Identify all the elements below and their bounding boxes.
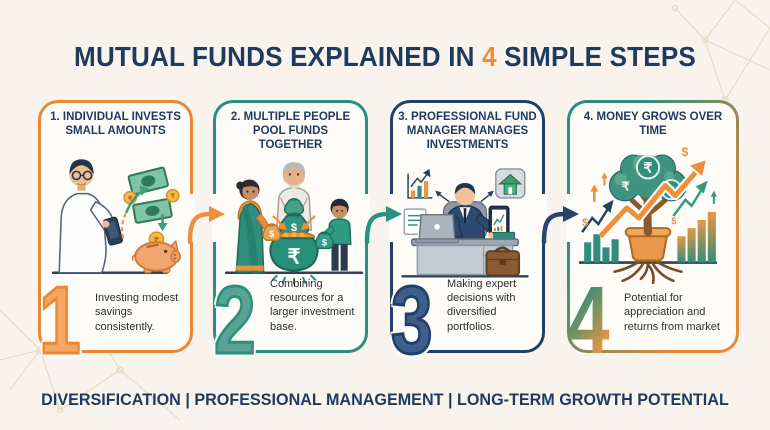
svg-text:₹: ₹ bbox=[170, 193, 175, 201]
footer-tagline: DIVERSIFICATION | PROFESSIONAL MANAGEMEN… bbox=[41, 390, 729, 409]
money-bag-icon: $ bbox=[262, 223, 282, 242]
svg-text:₹: ₹ bbox=[154, 236, 159, 245]
step-4-heading: 4. MONEY GROWS OVER TIME bbox=[583, 111, 723, 137]
step-2-illustration: $ ₹ bbox=[224, 162, 364, 285]
step-panel-2: 2. MULTIPLE PEOPLE POOL FUNDS TOGETHER bbox=[213, 100, 368, 370]
step-4-caption: Potential for appreciation and returns f… bbox=[624, 292, 720, 333]
step-2-heading: 2. MULTIPLE PEOPLE POOL FUNDS TOGETHER bbox=[230, 111, 351, 151]
connector-arrow-step2-to-step3 bbox=[364, 206, 402, 245]
woman-in-saree-icon: $ bbox=[235, 179, 282, 274]
step-1-caption: Investing modest savings consistently. bbox=[95, 292, 179, 333]
step-3-caption: Making expert decisions with diversified… bbox=[447, 277, 517, 333]
svg-text:₹: ₹ bbox=[128, 195, 133, 203]
step-1-number: 1 bbox=[38, 267, 82, 375]
page-title: MUTUAL FUNDS EXPLAINED IN 4 SIMPLE STEPS bbox=[27, 41, 743, 73]
plant-pot-icon bbox=[624, 227, 672, 262]
rising-arrow-icon bbox=[597, 158, 708, 240]
bar-chart-icon bbox=[407, 169, 433, 199]
connector-arrow-step1-to-step2 bbox=[187, 206, 225, 245]
growth-accents-icon: $ $ $ bbox=[582, 145, 717, 229]
border-gap bbox=[188, 194, 195, 242]
step-panel-3: 3. PROFESSIONAL FUND MANAGER MANAGES INV… bbox=[390, 100, 545, 370]
boy-icon: $ bbox=[314, 198, 352, 271]
svg-text:$: $ bbox=[269, 229, 274, 239]
step-4-number: 4 bbox=[568, 267, 610, 375]
svg-text:$: $ bbox=[681, 145, 688, 159]
step-3-illustration bbox=[401, 168, 529, 278]
step-panel-4: 4. MONEY GROWS OVER TIME bbox=[567, 100, 739, 369]
svg-text:₹: ₹ bbox=[288, 247, 301, 269]
shared-money-pot-icon: ₹ bbox=[269, 231, 319, 272]
svg-text:$: $ bbox=[582, 217, 589, 229]
pooling-arrow-icon bbox=[272, 215, 316, 231]
investor-person-icon bbox=[58, 159, 124, 274]
step-4-illustration: ₹ ₹ $ $ $ $ bbox=[578, 145, 718, 285]
rupee-symbol: ₹ bbox=[622, 180, 630, 194]
piggy-bank-icon: ₹ bbox=[131, 231, 182, 274]
pointer-arrows-icon bbox=[435, 190, 494, 203]
money-bag-icon: $ bbox=[314, 231, 334, 250]
title-suffix: SIMPLE STEPS bbox=[496, 40, 696, 72]
svg-text:$: $ bbox=[322, 237, 327, 247]
border-gap bbox=[540, 194, 547, 242]
title-highlight-number: 4 bbox=[482, 40, 497, 72]
mini-bar-chart-right-icon bbox=[672, 180, 716, 263]
svg-text:$: $ bbox=[671, 216, 676, 226]
banknote-icon bbox=[132, 198, 173, 224]
svg-text:₹: ₹ bbox=[643, 160, 652, 176]
house-icon bbox=[495, 168, 526, 199]
step-3-number: 3 bbox=[390, 267, 434, 375]
tablet-chart-icon bbox=[488, 205, 510, 239]
step-1-illustration: ₹ ₹ bbox=[51, 159, 182, 274]
rupee-coin-icon: ₹ bbox=[165, 188, 180, 203]
border-gap bbox=[363, 194, 370, 242]
step-2-number: 2 bbox=[213, 267, 257, 375]
tree-roots-icon bbox=[613, 259, 683, 285]
briefcase-icon bbox=[485, 246, 521, 277]
svg-text:$: $ bbox=[291, 222, 298, 234]
step-panel-1: 1. INDIVIDUAL INVESTS SMALL AMOUNTS bbox=[38, 100, 193, 370]
laptop-icon bbox=[415, 214, 459, 244]
curved-arrow-icon bbox=[120, 185, 150, 239]
step-3-heading: 3. PROFESSIONAL FUND MANAGER MANAGES INV… bbox=[398, 111, 537, 151]
money-bag-icon bbox=[283, 197, 305, 215]
money-bag-icon: $ bbox=[278, 212, 310, 237]
sparkle-dashes-icon bbox=[271, 274, 317, 285]
banknote-icon bbox=[127, 166, 169, 196]
down-arrow-icon bbox=[157, 213, 168, 232]
rupee-coin-icon: ₹ bbox=[635, 155, 661, 180]
step-2-caption: Combining resources for a larger investm… bbox=[270, 277, 355, 333]
title-prefix: MUTUAL FUNDS EXPLAINED IN bbox=[74, 40, 483, 72]
mini-bar-chart-left-icon bbox=[581, 199, 619, 263]
connector-arrow-step3-to-step4 bbox=[541, 206, 579, 245]
glasses-icon bbox=[71, 170, 93, 181]
step-1-heading: 1. INDIVIDUAL INVESTS SMALL AMOUNTS bbox=[50, 111, 181, 137]
